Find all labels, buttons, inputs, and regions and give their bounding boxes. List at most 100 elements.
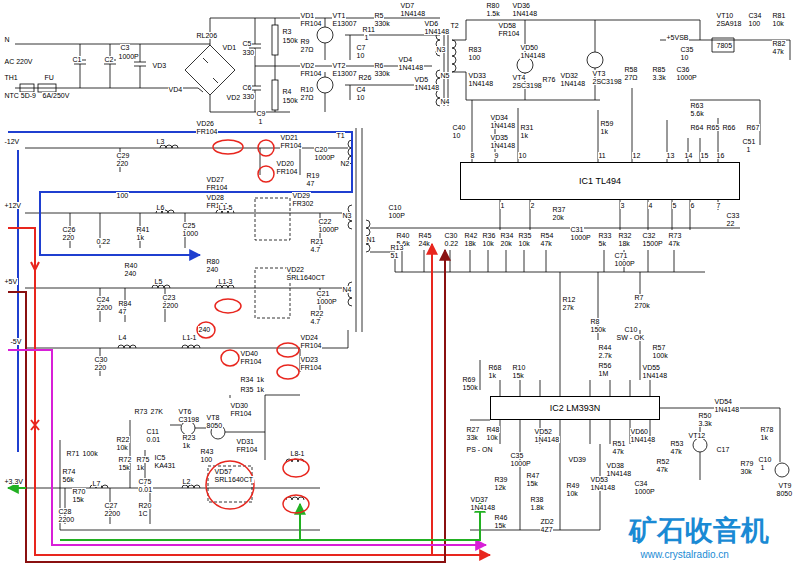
part-label: FR104	[280, 142, 302, 149]
part-label: RL206	[196, 32, 218, 39]
part-label: C6	[242, 84, 252, 91]
watermark-text: www.crystalradio.cn	[640, 550, 729, 561]
transistor-symbol	[693, 438, 707, 452]
fuse-symbol	[38, 84, 56, 92]
resistor-symbol	[272, 25, 278, 55]
part-label: 220	[94, 364, 107, 371]
part-label: C31	[570, 226, 584, 233]
part-label: R6	[374, 62, 384, 69]
part-label: SRL1640CT	[214, 476, 254, 483]
part-label: 1N4148	[468, 80, 494, 87]
part-label: 1N4148	[520, 52, 546, 59]
part-label: 330k	[374, 20, 390, 27]
part-label: FR104	[206, 184, 228, 191]
part-label: VT6	[178, 408, 192, 415]
part-label: 1N4148	[512, 10, 538, 17]
part-label: R40	[396, 232, 410, 239]
part-label: VD6	[424, 20, 439, 27]
transistor-symbol	[317, 77, 333, 93]
part-label: VD27	[206, 176, 225, 183]
part-label: VD31	[236, 438, 255, 445]
part-label: R59	[600, 120, 614, 127]
part-label: 330	[242, 93, 255, 100]
part-label: 7	[716, 202, 721, 209]
part-label: 150k	[462, 384, 478, 391]
part-label: R35	[518, 232, 532, 239]
part-label: 10k	[482, 240, 494, 247]
part-label: T2	[450, 22, 459, 29]
part-label: VD37	[470, 496, 489, 503]
part-label: 1k	[760, 434, 768, 441]
part-label: L6	[156, 204, 165, 211]
part-label: R26	[358, 74, 372, 81]
part-label: R54	[540, 232, 554, 239]
part-label: VD60	[630, 428, 649, 435]
part-label: L5	[154, 278, 163, 285]
part-label: -5V	[10, 338, 22, 345]
part-label: FR104	[240, 358, 262, 365]
transformer-t1	[348, 128, 395, 332]
part-label: 0.22	[96, 238, 111, 245]
part-label: C51	[742, 138, 756, 145]
part-label: 4	[648, 202, 653, 209]
part-label: R47	[526, 472, 540, 479]
part-label: R50	[698, 412, 712, 419]
part-label: 1C	[138, 510, 148, 517]
part-label: C23	[162, 294, 176, 301]
part-label: C34	[748, 12, 762, 19]
part-label: 10	[680, 54, 689, 61]
part-label: 10k	[566, 490, 578, 497]
part-label: 12	[632, 152, 641, 159]
part-label: 100	[116, 192, 129, 199]
part-label: C4	[356, 86, 366, 93]
part-label: 1N4148	[590, 484, 616, 491]
part-label: R34	[240, 376, 254, 383]
part-label: N1	[366, 236, 376, 243]
part-label: VD20	[276, 160, 295, 167]
part-label: 1000P	[316, 298, 337, 305]
part-label: +5V	[4, 278, 18, 285]
part-label: FR302	[292, 200, 314, 207]
part-label: VD1	[300, 12, 315, 19]
part-label: VD1	[222, 44, 237, 51]
part-label: 10k	[518, 240, 530, 247]
highlight-ellipse	[215, 299, 241, 313]
part-label: C26	[62, 226, 76, 233]
primary-rails	[210, 18, 440, 112]
bridge-rectifier	[185, 45, 235, 95]
part-label: 1k	[136, 234, 144, 241]
part-label: 270k	[634, 302, 650, 309]
part-label: 8050	[206, 422, 223, 429]
part-label: 100	[468, 54, 481, 61]
part-label: R57	[652, 344, 666, 351]
part-label: 10	[356, 52, 365, 59]
part-label: 1000P	[318, 226, 339, 233]
control-wires	[395, 200, 740, 272]
part-label: 12k	[494, 484, 506, 491]
part-label: T1	[336, 132, 345, 139]
part-label: C10	[758, 456, 772, 463]
part-label: C20	[314, 146, 328, 153]
part-label: 1	[746, 146, 751, 153]
part-label: 1	[500, 202, 505, 209]
part-label: 4Z7	[540, 526, 553, 533]
part-label: C35	[680, 46, 694, 53]
part-label: 1N4148	[490, 122, 516, 129]
part-label: R71	[66, 450, 80, 457]
part-label: FR104	[300, 364, 322, 371]
part-label: 1	[258, 118, 263, 125]
red-signal-path	[31, 262, 39, 430]
part-label: C30	[444, 232, 458, 239]
part-label: 1N4148	[414, 84, 440, 91]
part-label: 33k	[466, 434, 478, 441]
watermark-text: 矿石收音机	[628, 516, 769, 545]
part-label: R20	[138, 502, 152, 509]
ic-box: IC2 LM393N	[490, 396, 660, 420]
part-label: C17	[716, 446, 730, 453]
part-label: R39	[494, 476, 508, 483]
part-label: VD3	[152, 62, 167, 69]
part-label: VT8	[206, 414, 220, 421]
part-label: 20k	[500, 240, 512, 247]
part-label: C27	[104, 502, 118, 509]
part-label: VT12	[688, 432, 706, 439]
